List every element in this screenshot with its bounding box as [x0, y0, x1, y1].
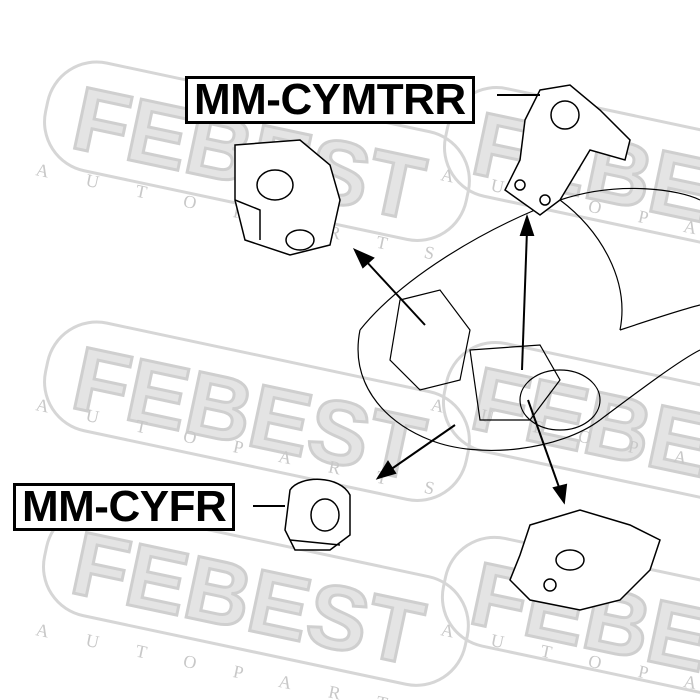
engine-mount-front [284, 478, 351, 551]
engine-mount-bottom-right [509, 509, 661, 611]
part-label-mm-cyfr: MM-CYFR [13, 483, 236, 531]
pointer-arrows [253, 94, 568, 507]
part-label-mm-cymtrr: MM-CYMTRR [185, 76, 475, 124]
car-outline [357, 187, 700, 452]
engine-mount-top-left [234, 139, 341, 256]
engine-mount-rear [504, 84, 631, 216]
